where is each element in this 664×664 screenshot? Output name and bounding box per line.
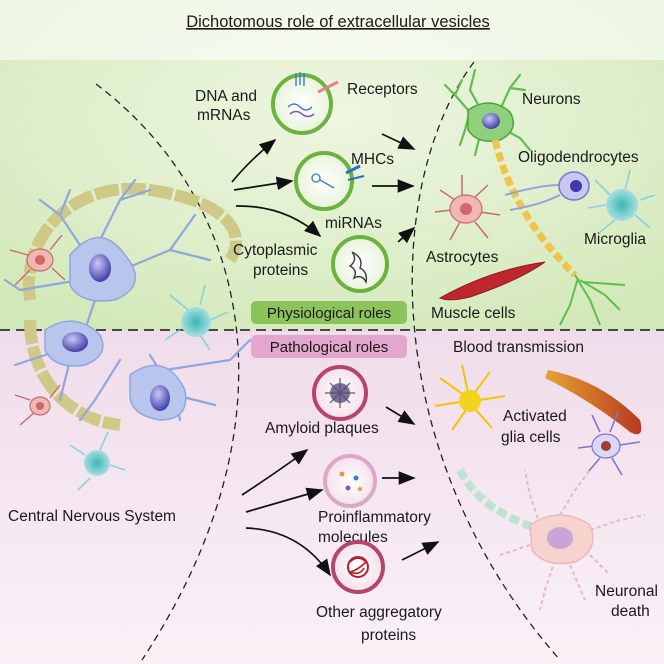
- label-glia-cells: glia cells: [501, 429, 561, 446]
- label-proteins: proteins: [253, 262, 308, 279]
- target-neuron: [443, 68, 626, 326]
- vesicle-dna-mrna: [271, 72, 339, 135]
- right-dashed-arc: [411, 61, 561, 661]
- vesicle-other-aggregatory: [331, 540, 385, 594]
- pathological-arrows: [241, 406, 440, 577]
- vesicle-proinflammatory: [323, 454, 377, 508]
- pathological-badge-label: Pathological roles: [270, 339, 388, 356]
- target-muscle-cell: [438, 261, 546, 301]
- label-oligodendrocytes: Oligodendrocytes: [518, 149, 639, 166]
- label-mhcs: MHCs: [351, 151, 394, 168]
- label-cytoplasmic: Cytoplasmic: [233, 242, 318, 259]
- target-microglia: [587, 169, 656, 233]
- outcome-dying-neuron: [456, 468, 646, 611]
- label-blood-transmission: Blood transmission: [453, 339, 584, 356]
- vesicle-cytoplasmic-proteins: [331, 235, 389, 293]
- label-mrnas: mRNAs: [197, 107, 251, 124]
- label-neuronal: Neuronal: [595, 583, 658, 600]
- label-neurons: Neurons: [522, 91, 581, 108]
- physiological-badge-label: Physiological roles: [267, 305, 391, 322]
- physiological-arrows: [231, 133, 416, 244]
- label-activated: Activated: [503, 408, 567, 425]
- target-astrocyte: [434, 175, 501, 241]
- label-amyloid: Amyloid plaques: [265, 420, 379, 437]
- outcome-activated-microglia: [434, 364, 506, 431]
- vesicle-mhc-mirna: [294, 151, 365, 211]
- label-astrocytes: Astrocytes: [426, 249, 499, 266]
- outcome-blood: [545, 370, 642, 435]
- label-molecules: molecules: [318, 529, 388, 546]
- label-death: death: [611, 603, 650, 620]
- label-microglia: Microglia: [584, 231, 646, 248]
- target-oligodendrocyte: [504, 171, 590, 211]
- label-dna: DNA and: [195, 88, 257, 105]
- outcome-activated-astrocyte: [577, 411, 641, 476]
- diagram-title: Dichotomous role of extracellular vesicl…: [186, 13, 490, 31]
- label-mirnas: miRNAs: [325, 215, 382, 232]
- pathological-badge: [251, 335, 407, 358]
- physiological-badge: [251, 301, 407, 324]
- vesicle-amyloid: [312, 365, 368, 421]
- label-receptors: Receptors: [347, 81, 418, 98]
- label-aggregatory-proteins: proteins: [361, 627, 416, 644]
- label-proinflammatory: Proinflammatory: [318, 509, 431, 526]
- cns-label: Central Nervous System: [8, 508, 176, 525]
- label-muscle: Muscle cells: [431, 305, 516, 322]
- cns-network: [3, 178, 252, 491]
- label-other-aggregatory: Other aggregatory: [316, 604, 442, 621]
